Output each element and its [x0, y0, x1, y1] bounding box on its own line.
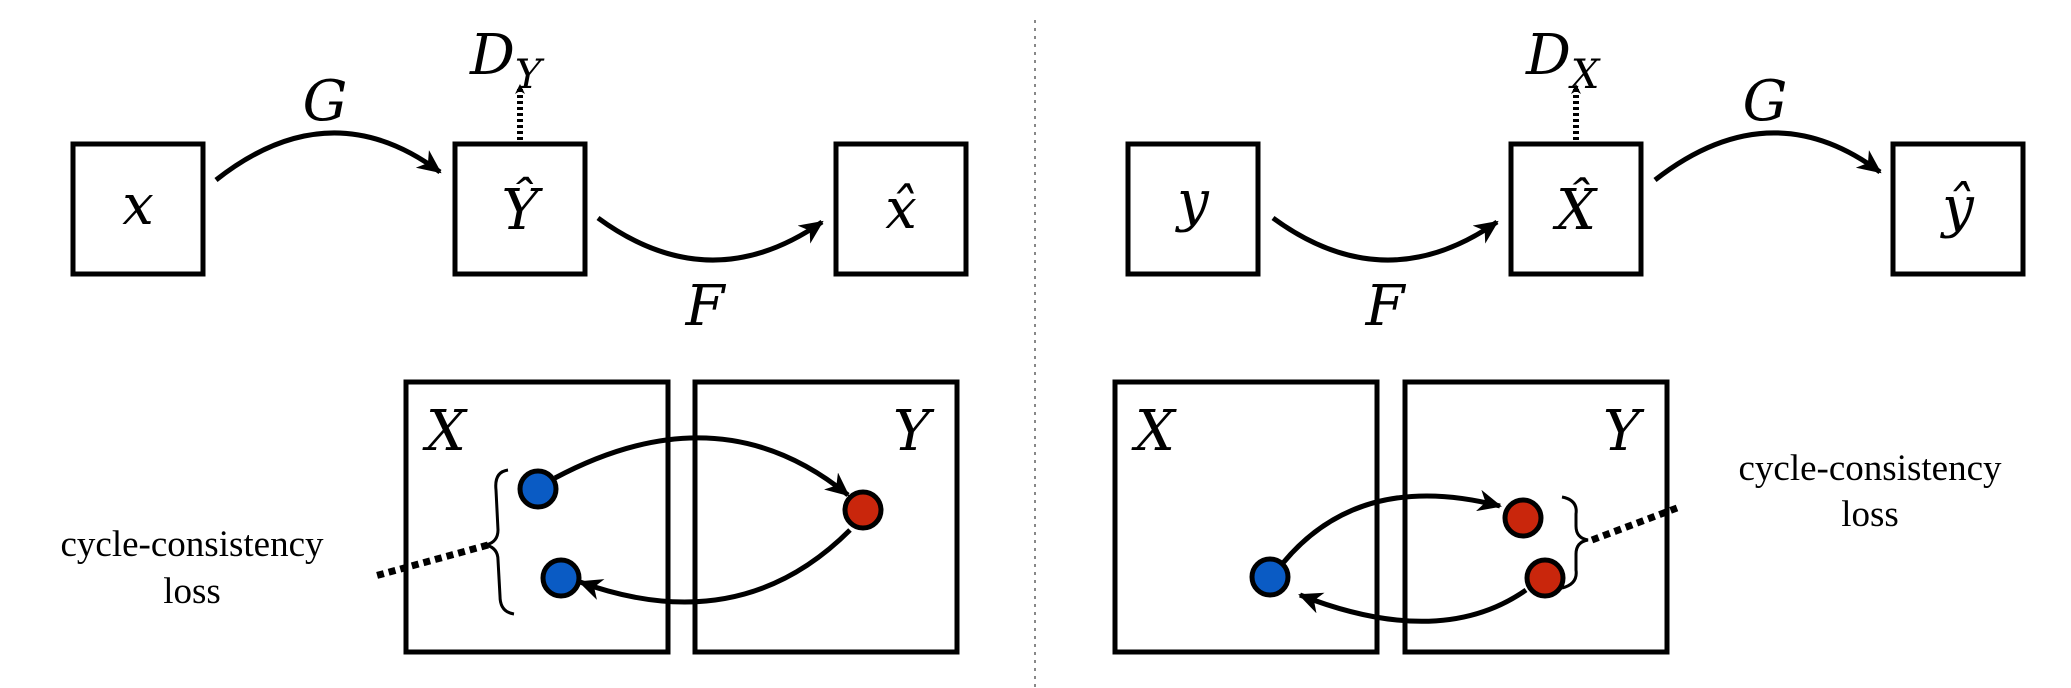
node-label-mid: Ŷ: [502, 176, 544, 243]
node-box-output: [1890, 141, 2026, 277]
point-original: [1249, 556, 1291, 598]
node-box-mid: [1508, 141, 1644, 277]
node-label-input: y: [1174, 169, 1210, 234]
discriminator-label: DY: [469, 23, 545, 98]
edge-label-backward: F: [685, 274, 727, 339]
cycle-arrow-backward: [1298, 587, 1528, 624]
inverse-arrow: [1271, 215, 1499, 263]
loss-brace: [485, 468, 515, 616]
point-translated: [1502, 497, 1544, 539]
domain-box-second: [692, 379, 960, 655]
loss-label-line-1: cycle-consistency: [61, 524, 324, 565]
point-translated: [842, 489, 884, 531]
domain-box-second: [1402, 379, 1670, 655]
loss-connector: [1590, 504, 1679, 544]
node-box-input: [1125, 141, 1261, 277]
cycle-arrow-backward: [578, 528, 852, 605]
point-original: [517, 468, 559, 510]
edge-label-forward: F: [1365, 274, 1407, 339]
point-reconstructed: [1524, 557, 1566, 599]
generator-arrow: [1653, 130, 1882, 182]
loss-connector: [374, 541, 489, 580]
cycle-arrow-forward: [1281, 489, 1502, 565]
left-panel: x Ŷ x̂ DY G F X Y cycle-consistency lo: [61, 23, 969, 655]
discriminator-label: DX: [1525, 23, 1601, 98]
domain-label-first: X: [422, 399, 468, 464]
domain-label-second: Y: [893, 399, 935, 464]
generator-arrow: [214, 130, 442, 182]
domain-label-second: Y: [1603, 399, 1645, 464]
edge-label-forward: G: [303, 69, 348, 134]
node-label-output: x̂: [885, 177, 917, 242]
loss-brace: [1561, 495, 1589, 590]
domain-box-first: [1112, 379, 1380, 655]
node-box-output: [833, 141, 969, 277]
loss-label-line-2: loss: [163, 571, 221, 612]
domain-label-first: X: [1131, 399, 1177, 464]
domain-box-first: [403, 379, 671, 655]
right-panel: y X̂ ŷ DX F G X Y cycle-consistency lo: [1112, 23, 2026, 655]
loss-label-line-1: cycle-consistency: [1739, 448, 2002, 489]
node-label-output: ŷ: [1939, 175, 1975, 240]
inverse-arrow: [596, 215, 824, 263]
edge-label-backward: G: [1743, 69, 1788, 134]
node-box-mid: [452, 141, 588, 277]
node-label-input: x: [122, 173, 154, 238]
loss-label-line-2: loss: [1841, 494, 1899, 535]
node-box-input: [70, 141, 206, 277]
node-label-mid: X̂: [1552, 176, 1598, 243]
point-reconstructed: [540, 557, 582, 599]
cycle-arrow-forward: [553, 435, 850, 497]
